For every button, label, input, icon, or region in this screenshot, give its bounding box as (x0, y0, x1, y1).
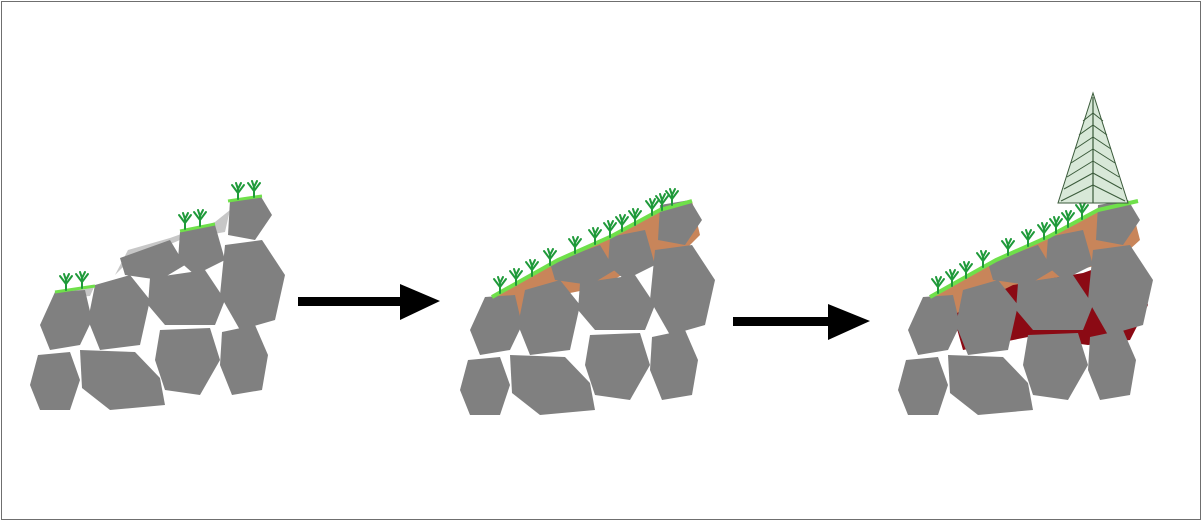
stage-1-rock-slope (30, 181, 285, 410)
arrow-right-icon (298, 284, 440, 320)
stage-3-rock-slope (898, 93, 1153, 415)
arrow-right-icon (733, 304, 870, 340)
tree-icon (1058, 93, 1128, 203)
stage-3-rocks (898, 200, 1153, 415)
stage-2-rocks (460, 200, 715, 415)
stage-2-rock-slope (460, 189, 715, 415)
stage-1-rocks (30, 195, 285, 410)
